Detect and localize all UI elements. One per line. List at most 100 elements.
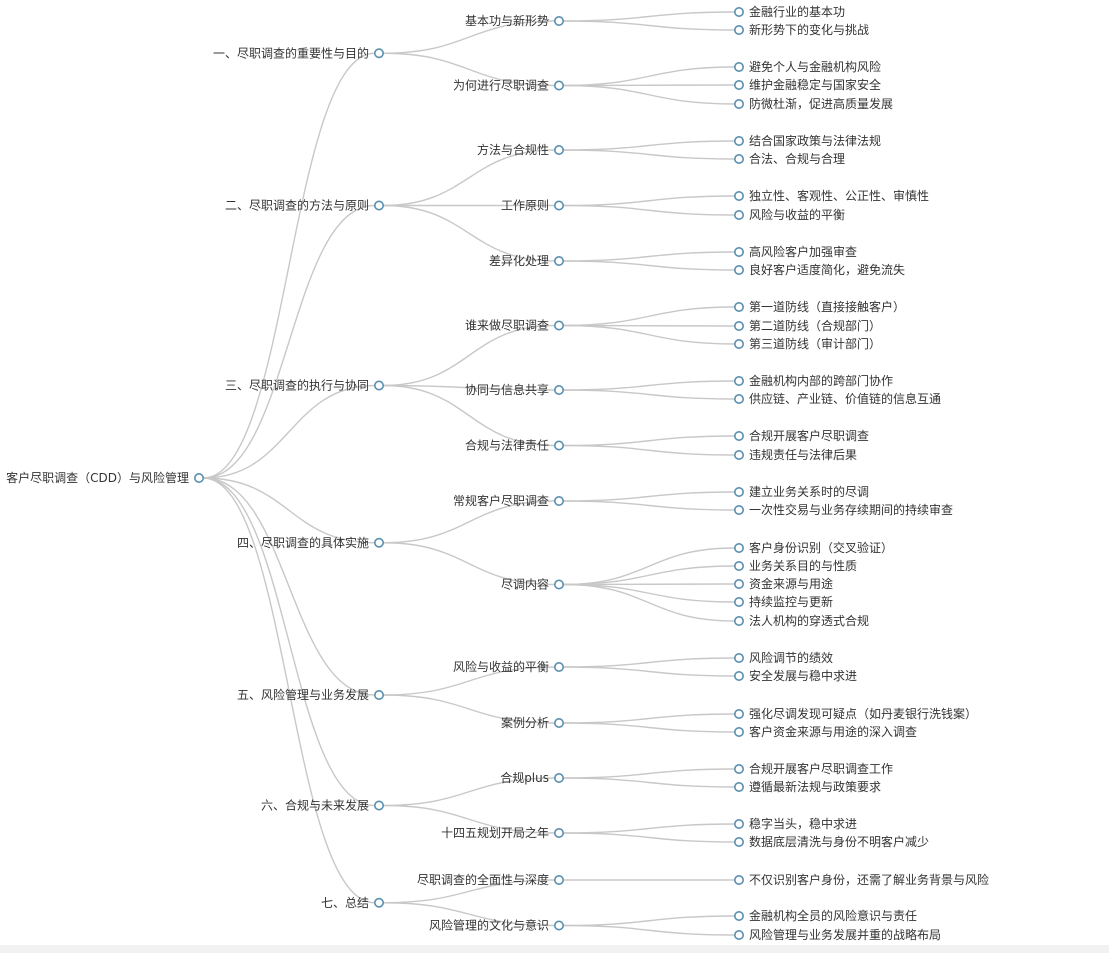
node-toggle-circle[interactable] xyxy=(733,7,744,17)
node-toggle-circle[interactable] xyxy=(733,430,744,441)
node-toggle-circle[interactable] xyxy=(553,145,564,156)
node-toggle-circle[interactable] xyxy=(733,874,744,885)
branch-node-depth-2[interactable]: 工作原则 xyxy=(501,199,564,213)
node-toggle-circle[interactable] xyxy=(553,827,564,838)
node-toggle-circle[interactable] xyxy=(553,440,564,451)
node-toggle-circle[interactable] xyxy=(733,504,744,515)
leaf-node[interactable]: 第一道防线（直接接触客户） xyxy=(733,299,905,314)
node-toggle-circle[interactable] xyxy=(553,717,564,728)
node-toggle-circle[interactable] xyxy=(733,486,744,497)
branch-node-depth-1[interactable]: 五、风险管理与业务发展 xyxy=(237,687,384,702)
branch-node-depth-2[interactable]: 风险管理的文化与意识 xyxy=(429,918,564,933)
leaf-node[interactable]: 法人机构的穿透式合规 xyxy=(733,613,869,628)
leaf-node[interactable]: 金融机构全员的风险意识与责任 xyxy=(733,908,917,923)
branch-node-depth-2[interactable]: 协同与信息共享 xyxy=(465,382,564,397)
leaf-node[interactable]: 新形势下的变化与挑战 xyxy=(733,22,869,37)
branch-node-depth-1[interactable]: 一、尽职调查的重要性与目的 xyxy=(213,45,384,60)
leaf-node[interactable]: 风险调节的绩效 xyxy=(733,650,833,665)
node-toggle-circle[interactable] xyxy=(553,320,564,331)
leaf-node[interactable]: 客户资金来源与用途的深入调查 xyxy=(733,724,917,739)
node-toggle-circle[interactable] xyxy=(733,615,744,626)
node-toggle-circle[interactable] xyxy=(733,338,744,349)
branch-node-depth-2[interactable]: 合规plus xyxy=(500,770,564,785)
branch-node-depth-2[interactable]: 方法与合规性 xyxy=(477,142,564,157)
leaf-node[interactable]: 遵循最新法规与政策要求 xyxy=(733,779,881,794)
leaf-node[interactable]: 一次性交易与业务存续期间的持续审查 xyxy=(733,502,953,517)
node-toggle-circle[interactable] xyxy=(733,708,744,719)
leaf-node[interactable]: 安全发展与稳中求进 xyxy=(733,668,857,683)
leaf-node[interactable]: 客户身份识别（交叉验证） xyxy=(733,540,893,555)
node-toggle-circle[interactable] xyxy=(553,772,564,783)
branch-node-depth-1[interactable]: 七、总结 xyxy=(321,896,384,910)
node-toggle-circle[interactable] xyxy=(733,301,744,312)
node-toggle-circle[interactable] xyxy=(733,154,744,165)
node-toggle-circle[interactable] xyxy=(733,61,744,72)
leaf-node[interactable]: 数据底层清洗与身份不明客户减少 xyxy=(733,834,929,849)
leaf-node[interactable]: 合规开展客户尽职调查 xyxy=(733,428,869,443)
node-toggle-circle[interactable] xyxy=(373,48,384,59)
node-toggle-circle[interactable] xyxy=(733,763,744,774)
node-toggle-circle[interactable] xyxy=(553,255,564,266)
branch-node-depth-1[interactable]: 二、尽职调查的方法与原则 xyxy=(225,198,384,213)
node-toggle-circle[interactable] xyxy=(373,800,384,811)
leaf-node[interactable]: 良好客户适度简化，避免流失 xyxy=(733,262,905,277)
leaf-node[interactable]: 不仅识别客户身份，还需了解业务背景与风险 xyxy=(733,872,989,887)
node-toggle-circle[interactable] xyxy=(194,472,205,483)
node-toggle-circle[interactable] xyxy=(553,80,564,91)
node-toggle-circle[interactable] xyxy=(733,818,744,829)
node-toggle-circle[interactable] xyxy=(733,264,744,275)
node-toggle-circle[interactable] xyxy=(733,578,744,589)
leaf-node[interactable]: 风险管理与业务发展并重的战略布局 xyxy=(733,927,941,942)
leaf-node[interactable]: 避免个人与金融机构风险 xyxy=(733,59,881,74)
node-toggle-circle[interactable] xyxy=(733,24,744,35)
leaf-node[interactable]: 稳字当头，稳中求进 xyxy=(733,816,857,831)
node-toggle-circle[interactable] xyxy=(733,375,744,386)
node-toggle-circle[interactable] xyxy=(733,596,744,607)
node-toggle-circle[interactable] xyxy=(733,781,744,792)
branch-node-depth-1[interactable]: 三、尽职调查的执行与协同 xyxy=(225,378,384,393)
node-toggle-circle[interactable] xyxy=(733,929,744,940)
branch-node-depth-2[interactable]: 十四五规划开局之年 xyxy=(441,825,564,840)
leaf-node[interactable]: 合法、合规与合理 xyxy=(733,151,845,166)
root-node[interactable]: 客户尽职调查（CDD）与风险管理 xyxy=(6,470,205,485)
node-toggle-circle[interactable] xyxy=(733,247,744,258)
branch-node-depth-2[interactable]: 风险与收益的平衡 xyxy=(453,659,564,674)
branch-node-depth-1[interactable]: 六、合规与未来发展 xyxy=(261,798,384,813)
leaf-node[interactable]: 维护金融稳定与国家安全 xyxy=(733,77,881,92)
node-toggle-circle[interactable] xyxy=(733,726,744,737)
leaf-node[interactable]: 违规责任与法律后果 xyxy=(733,447,857,462)
leaf-node[interactable]: 业务关系目的与性质 xyxy=(733,558,857,573)
node-toggle-circle[interactable] xyxy=(373,897,384,908)
branch-node-depth-1[interactable]: 四、尽职调查的具体实施 xyxy=(237,535,384,550)
node-toggle-circle[interactable] xyxy=(733,136,744,147)
leaf-node[interactable]: 强化尽调发现可疑点（如丹麦银行洗钱案） xyxy=(733,706,977,721)
leaf-node[interactable]: 持续监控与更新 xyxy=(733,594,833,609)
node-toggle-circle[interactable] xyxy=(733,320,744,331)
branch-node-depth-2[interactable]: 尽职调查的全面性与深度 xyxy=(417,872,564,887)
branch-node-depth-2[interactable]: 差异化处理 xyxy=(489,254,564,268)
branch-node-depth-2[interactable]: 为何进行尽职调查 xyxy=(453,79,564,93)
node-toggle-circle[interactable] xyxy=(373,689,384,700)
node-toggle-circle[interactable] xyxy=(733,210,744,221)
branch-node-depth-2[interactable]: 尽调内容 xyxy=(501,577,564,592)
node-toggle-circle[interactable] xyxy=(733,393,744,404)
node-toggle-circle[interactable] xyxy=(553,874,564,885)
leaf-node[interactable]: 金融机构内部的跨部门协作 xyxy=(733,373,893,388)
branch-node-depth-2[interactable]: 合规与法律责任 xyxy=(465,438,564,453)
node-toggle-circle[interactable] xyxy=(733,652,744,663)
leaf-node[interactable]: 结合国家政策与法律法规 xyxy=(733,133,881,148)
node-toggle-circle[interactable] xyxy=(553,200,564,211)
node-toggle-circle[interactable] xyxy=(733,80,744,91)
node-toggle-circle[interactable] xyxy=(553,495,564,506)
node-toggle-circle[interactable] xyxy=(733,910,744,921)
node-toggle-circle[interactable] xyxy=(733,836,744,847)
node-toggle-circle[interactable] xyxy=(373,380,384,391)
node-toggle-circle[interactable] xyxy=(553,15,564,26)
node-toggle-circle[interactable] xyxy=(373,200,384,211)
node-toggle-circle[interactable] xyxy=(733,99,744,110)
leaf-node[interactable]: 独立性、客观性、公正性、审慎性 xyxy=(733,188,929,203)
leaf-node[interactable]: 建立业务关系时的尽调 xyxy=(733,484,869,499)
node-toggle-circle[interactable] xyxy=(733,670,744,681)
leaf-node[interactable]: 金融行业的基本功 xyxy=(733,4,845,19)
node-toggle-circle[interactable] xyxy=(733,191,744,202)
